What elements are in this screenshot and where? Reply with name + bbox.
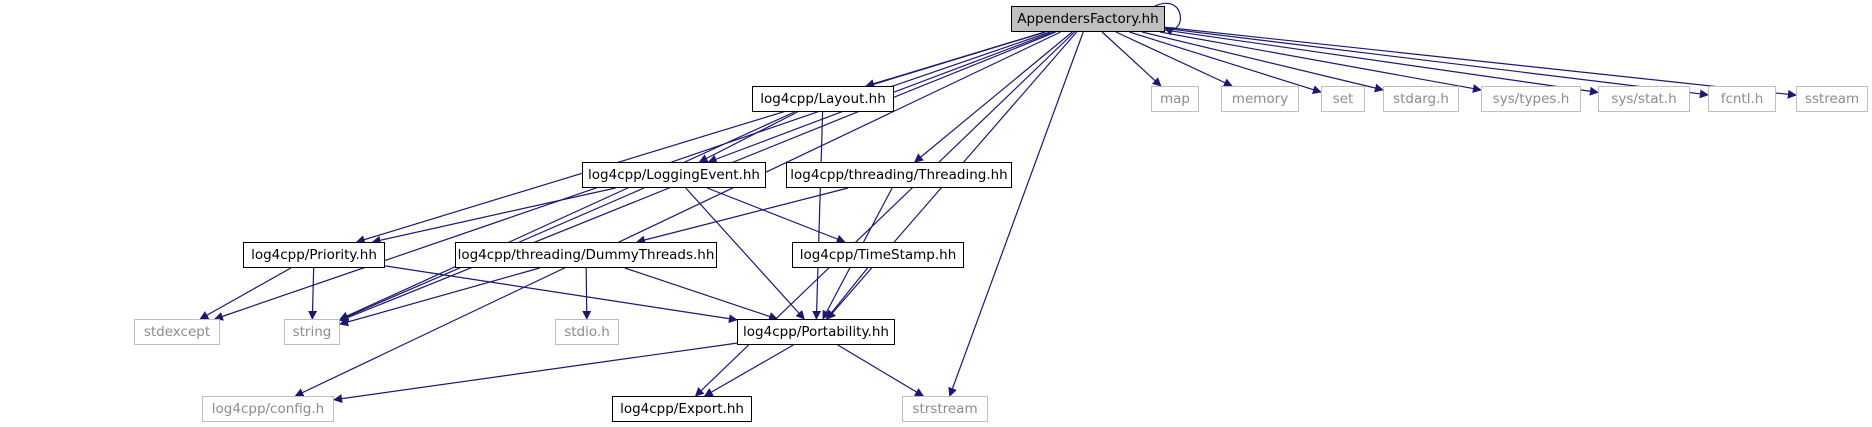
edge-layout-to-logging_event	[698, 111, 798, 163]
edge-appenders_factory-to-fcntl	[1164, 27, 1709, 99]
edge-appenders_factory-to-sstream	[1164, 26, 1797, 99]
edge-portability-to-export	[703, 344, 794, 397]
edge-appenders_factory-to-set	[1129, 31, 1322, 94]
edge-appenders_factory-to-stdarg	[1141, 31, 1384, 93]
edge-dummy_threads-to-stdio	[582, 267, 592, 320]
edge-logging_event-to-priority	[371, 187, 616, 245]
node-sys-stat[interactable]: sys/stat.h	[1598, 86, 1690, 112]
node-export[interactable]: log4cpp/Export.hh	[612, 396, 752, 422]
edge-appenders_factory-to-map	[1101, 31, 1162, 87]
node-fcntl[interactable]: fcntl.h	[1708, 86, 1776, 112]
node-strstream[interactable]: strstream	[902, 396, 988, 422]
edge-appenders_factory-to-priority	[355, 31, 1046, 244]
node-memory[interactable]: memory	[1221, 86, 1299, 112]
node-config[interactable]: log4cpp/config.h	[202, 396, 334, 422]
node-appenders-factory[interactable]: AppendersFactory.hh	[1011, 6, 1165, 32]
node-set[interactable]: set	[1321, 86, 1365, 112]
edge-appenders_factory-to-memory	[1115, 31, 1233, 87]
edge-priority-to-stdexcept	[199, 267, 292, 320]
edge-priority-to-string	[308, 267, 318, 320]
edge-layout-to-portability	[812, 111, 824, 320]
node-timestamp[interactable]: log4cpp/TimeStamp.hh	[792, 242, 964, 268]
node-stdio[interactable]: stdio.h	[555, 319, 619, 345]
node-threading[interactable]: log4cpp/threading/Threading.hh	[786, 162, 1012, 188]
edge-appenders_factory-to-sys_stat	[1164, 29, 1599, 96]
node-stdexcept[interactable]: stdexcept	[134, 319, 220, 345]
edge-logging_event-to-portability	[685, 187, 805, 320]
node-priority[interactable]: log4cpp/Priority.hh	[243, 242, 385, 268]
node-sstream[interactable]: sstream	[1796, 86, 1868, 112]
node-string[interactable]: string	[284, 319, 340, 345]
edge-appenders_factory-to-strstream	[948, 31, 1084, 397]
edge-layout-to-string	[339, 111, 795, 320]
edge-appenders_factory-to-threading	[914, 31, 1073, 163]
edge-appenders_factory-to-config	[294, 31, 1061, 397]
edge-logging_event-to-timestamp	[706, 187, 846, 244]
edge-dummy_threads-to-string	[339, 267, 540, 327]
node-map[interactable]: map	[1151, 86, 1199, 112]
node-layout[interactable]: log4cpp/Layout.hh	[752, 86, 894, 112]
edge-timestamp-to-portability	[825, 267, 868, 320]
edge-portability-to-config	[333, 342, 738, 404]
edge-priority-to-portability	[384, 265, 738, 324]
edges	[199, 2, 1797, 404]
edge-dummy_threads-to-portability	[624, 267, 779, 321]
node-portability[interactable]: log4cpp/Portability.hh	[737, 319, 895, 345]
edge-portability-to-strstream	[837, 344, 924, 397]
node-stdarg[interactable]: stdarg.h	[1383, 86, 1459, 112]
node-logging-event[interactable]: log4cpp/LoggingEvent.hh	[582, 162, 766, 188]
edge-threading-to-dummy_threads	[635, 187, 849, 245]
node-sys-types[interactable]: sys/types.h	[1481, 86, 1581, 112]
node-dummy-threads[interactable]: log4cpp/threading/DummyThreads.hh	[455, 242, 717, 268]
edge-appenders_factory-to-sys_types	[1159, 31, 1482, 93]
